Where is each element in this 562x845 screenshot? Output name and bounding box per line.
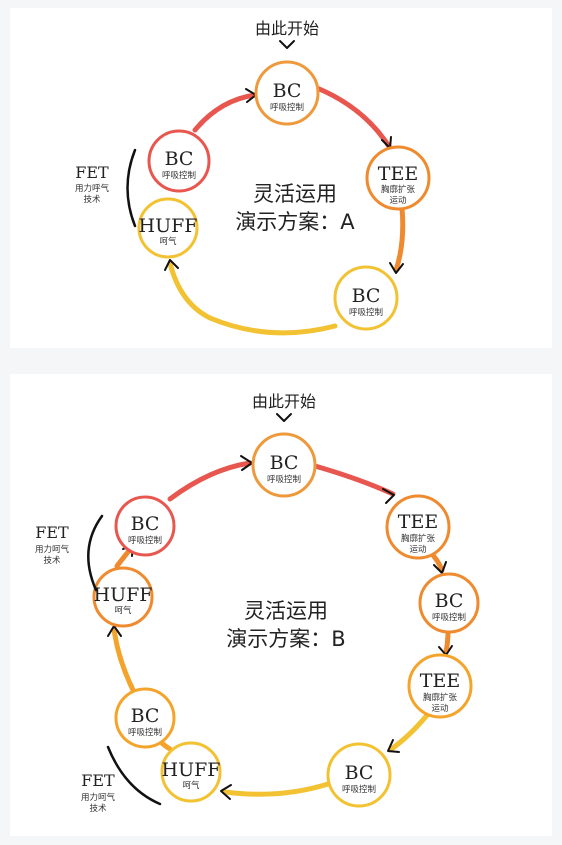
center-title: 灵活运用: [244, 599, 328, 623]
node-b-2: TEE 胸廓扩张 运动: [385, 494, 451, 560]
node-title: BC: [345, 762, 374, 784]
arc-tee-to-bc: [393, 205, 406, 273]
node-bc-upper-left: BC 呼吸控制: [147, 129, 211, 193]
arc-bc-to-bc: [192, 92, 258, 133]
node-title: BC: [165, 148, 194, 170]
node-b-5: BC 呼吸控制: [326, 742, 392, 808]
node-subtitle: 呼吸控制: [162, 170, 196, 181]
node-title: HUFF: [139, 215, 198, 237]
arc-1: [312, 463, 396, 497]
node-b-9: BC 呼吸控制: [114, 495, 176, 557]
center-subtitle: 演示方案：B: [226, 627, 345, 651]
node-title: BC: [131, 705, 160, 727]
fet-title: FET: [81, 771, 115, 790]
arc-5: [222, 781, 331, 797]
diagram-b: 由此开始 BC 呼吸控制 TEE 胸廓扩张 运动: [10, 374, 552, 836]
node-huff-left: HUFF 呵气: [137, 197, 199, 259]
fet-group-lower: FET 用力呵气 技术: [81, 745, 162, 814]
arrow-icon: [433, 561, 447, 574]
node-subtitle: 呵气: [182, 780, 200, 791]
node-title: BC: [270, 452, 299, 474]
center-title: 灵活运用: [253, 182, 337, 206]
arrow-icon: [220, 784, 232, 800]
node-bc-bottom-right: BC 呼吸控制: [333, 265, 399, 331]
node-b-1: BC 呼吸控制: [251, 432, 317, 498]
fet-title: FET: [35, 523, 69, 542]
diagram-a-canvas: 由此开始 BC 呼吸控制 TEE 胸廓扩张 运动 BC 呼吸控制: [75, 19, 431, 336]
diagram-b-canvas: 由此开始 BC 呼吸控制 TEE 胸廓扩张 运动: [35, 392, 480, 814]
fet-subtitle-2: 技术: [83, 194, 101, 205]
start-label: 由此开始: [255, 19, 319, 38]
fet-subtitle-2: 技术: [89, 803, 107, 814]
node-subtitle-2: 运动: [409, 544, 427, 555]
node-subtitle: 呵气: [159, 236, 177, 247]
node-subtitle-2: 运动: [431, 703, 449, 714]
node-subtitle: 呵气: [114, 605, 132, 616]
arc-bc-to-huff: [167, 260, 338, 336]
node-subtitle: 胸廓扩张: [401, 533, 436, 544]
node-title: BC: [131, 513, 160, 535]
fet-bracket: [126, 148, 137, 228]
start-arrow-icon: [279, 40, 295, 49]
node-title: HUFF: [162, 759, 221, 781]
node-b-7: BC 呼吸控制: [114, 687, 176, 749]
node-title: BC: [435, 590, 464, 612]
node-b-6: HUFF 呵气: [160, 741, 222, 803]
node-subtitle: 胸廓扩张: [381, 184, 416, 195]
node-title: HUFF: [94, 584, 153, 606]
start-label: 由此开始: [252, 392, 316, 411]
fet-subtitle-2: 技术: [43, 555, 61, 566]
fet-subtitle: 用力呵气: [81, 792, 116, 803]
diagram-a: 由此开始 BC 呼吸控制 TEE 胸廓扩张 运动 BC 呼吸控制: [10, 8, 552, 348]
node-subtitle: 呼吸控制: [267, 474, 301, 485]
node-subtitle: 呼吸控制: [128, 727, 162, 738]
arc-4: [387, 711, 431, 753]
node-subtitle: 呼吸控制: [270, 102, 304, 113]
node-subtitle: 呼吸控制: [432, 612, 466, 623]
fet-group-upper: FET 用力呵气 技术: [35, 514, 104, 592]
node-title: BC: [273, 80, 302, 102]
arrow-icon: [382, 488, 395, 504]
arrow-icon: [164, 259, 179, 271]
node-b-8: HUFF 呵气: [92, 566, 154, 628]
fet-title: FET: [75, 163, 109, 182]
node-tee-right: TEE 胸廓扩张 运动: [365, 145, 431, 211]
fet-subtitle: 用力呼气: [75, 183, 110, 194]
node-subtitle: 呼吸控制: [349, 307, 383, 318]
node-title: TEE: [420, 670, 460, 692]
node-title: TEE: [378, 163, 418, 185]
node-subtitle: 胸廓扩张: [423, 692, 458, 703]
arrow-icon: [389, 262, 404, 274]
arc-9: [167, 460, 253, 502]
arrow-icon: [387, 739, 400, 753]
start-arrow-icon: [276, 413, 292, 422]
arc-7: [111, 626, 136, 693]
node-b-4: TEE 胸廓扩张 运动: [407, 653, 473, 719]
arc-3: [443, 629, 451, 655]
fet-subtitle: 用力呵气: [35, 544, 70, 555]
node-subtitle: 呼吸控制: [128, 535, 162, 546]
arc-bc-to-tee: [314, 85, 393, 151]
fet-bracket: [106, 745, 162, 806]
node-title: TEE: [398, 511, 438, 533]
node-bc-top: BC 呼吸控制: [254, 60, 320, 126]
node-title: BC: [352, 285, 381, 307]
fet-bracket: [87, 514, 104, 592]
fet-group: FET 用力呼气 技术: [75, 148, 137, 228]
node-b-3: BC 呼吸控制: [418, 572, 480, 634]
node-subtitle: 呼吸控制: [342, 784, 376, 795]
node-subtitle-2: 运动: [389, 195, 407, 206]
center-subtitle: 演示方案：A: [235, 210, 355, 234]
